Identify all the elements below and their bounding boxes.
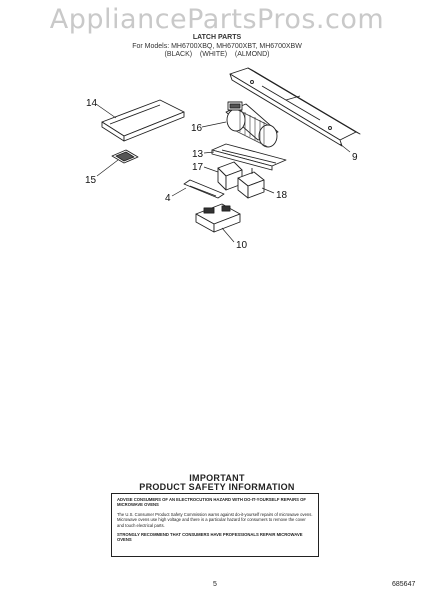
page-title: LATCH PARTS bbox=[192, 34, 242, 41]
page-number: 5 bbox=[213, 581, 217, 588]
model-list: For Models: MH6700XBQ, MH6700XBT, MH6700… bbox=[132, 43, 302, 50]
callout-16: 16 bbox=[191, 123, 203, 134]
callout-13: 13 bbox=[192, 149, 204, 160]
callout-10: 10 bbox=[236, 240, 248, 251]
part-4-lever[interactable] bbox=[183, 179, 225, 199]
watermark: AppliancePartsPros.com bbox=[49, 4, 385, 35]
part-18-latch[interactable] bbox=[237, 168, 265, 199]
part-9-bracket[interactable] bbox=[229, 67, 361, 147]
callout-18: 18 bbox=[276, 190, 288, 201]
part-13-strip[interactable] bbox=[211, 143, 287, 171]
safety-subtitle: PRODUCT SAFETY INFORMATION bbox=[139, 482, 295, 492]
part-15-pad[interactable] bbox=[111, 149, 139, 164]
color-list: (BLACK) (WHITE) (ALMOND) bbox=[0, 51, 434, 58]
safety-info-box: ADVISE CONSUMERS OF AN ELECTROCUTION HAZ… bbox=[111, 493, 319, 557]
callout-9: 9 bbox=[352, 152, 358, 163]
part-16-fan-motor[interactable] bbox=[225, 101, 279, 148]
safety-body: The U.S. Consumer Product Safety Commiss… bbox=[117, 511, 313, 528]
part-14-cover-plate[interactable] bbox=[101, 99, 185, 142]
color-white: (WHITE) bbox=[199, 51, 228, 58]
safety-warning: ADVISE CONSUMERS OF AN ELECTROCUTION HAZ… bbox=[117, 497, 306, 508]
color-black: (BLACK) bbox=[164, 51, 193, 58]
part-code: 685647 bbox=[392, 581, 416, 588]
callout-17: 17 bbox=[192, 162, 204, 173]
callout-14: 14 bbox=[86, 98, 98, 109]
callout-4: 4 bbox=[165, 193, 171, 204]
color-almond: (ALMOND) bbox=[234, 51, 270, 58]
safety-title: IMPORTANT bbox=[189, 473, 245, 483]
safety-recommendation: STRONGLY RECOMMEND THAT CONSUMERS HAVE P… bbox=[117, 532, 303, 543]
part-10-switch-assembly[interactable] bbox=[195, 203, 241, 233]
part-17-latch[interactable] bbox=[217, 161, 243, 191]
callout-15: 15 bbox=[85, 175, 97, 186]
